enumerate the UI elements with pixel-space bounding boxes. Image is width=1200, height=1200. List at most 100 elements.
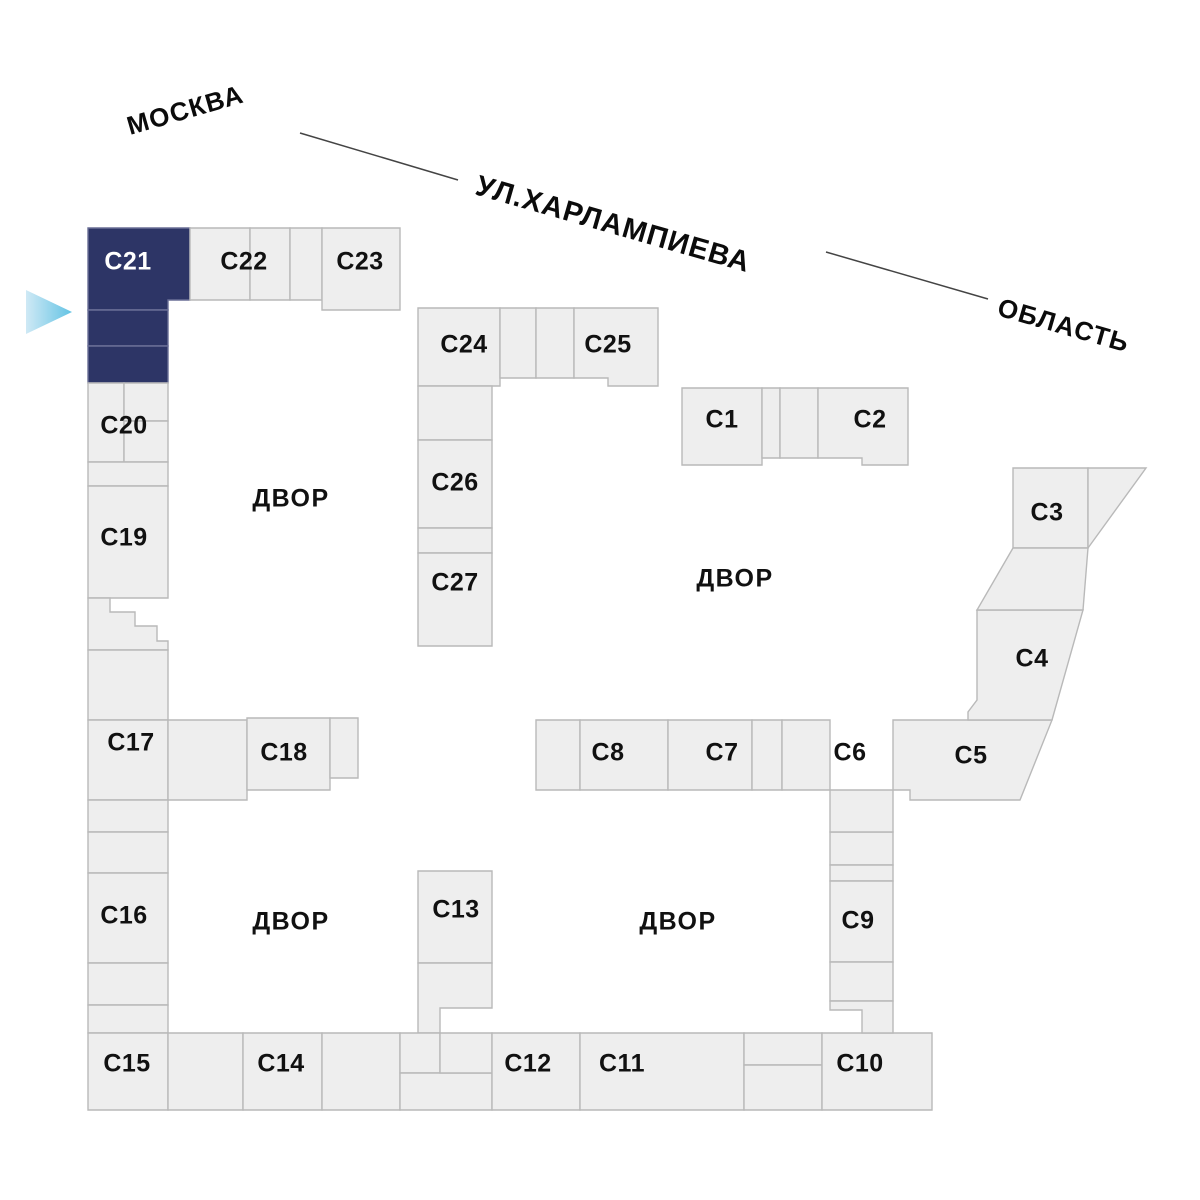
building-section[interactable] [321,227,401,311]
building-section[interactable] [751,719,783,791]
building-section[interactable] [246,717,331,791]
building-block-c21[interactable]: С21 [87,227,191,384]
building-label-c20: С20 [100,412,147,440]
courtyard-label: ДВОР [252,485,329,513]
building-label-c4: С4 [1016,645,1049,673]
building-block-c25[interactable]: С25 [535,307,659,387]
building-block-c24[interactable]: С24 [417,307,537,387]
direction-label-oblast-text: ОБЛАСТЬ [994,292,1133,358]
building-section[interactable] [781,719,894,833]
courtyard-label: ДВОР [696,565,773,593]
building-section[interactable] [821,1032,933,1111]
building-label-c24: С24 [440,331,487,359]
building-section[interactable] [761,387,781,459]
street-name-text: УЛ.ХАРЛАМПИЕВА [472,170,754,279]
building-section[interactable] [87,485,169,599]
building-block-c4[interactable]: С4 [967,609,1084,721]
building-section[interactable] [167,719,248,801]
building-block-c5[interactable]: С5 [892,719,1054,801]
building-label-c12: С12 [504,1050,551,1078]
building-block-c17[interactable]: С17 [87,649,248,801]
building-section[interactable] [87,831,169,874]
building-section[interactable] [829,961,894,1002]
building-block-c3[interactable]: С3 [975,467,1148,611]
street-leader-line-left [299,132,459,181]
building-section[interactable] [829,831,894,866]
street-name-label: УЛ.ХАРЛАМПИЕВА [472,170,754,279]
street-leader-line-right [825,251,989,300]
building-section[interactable] [329,717,359,779]
building-section[interactable] [573,307,659,387]
courtyard-label: ДВОР [639,908,716,936]
building-block-c19[interactable]: С19 [87,485,169,651]
building-section[interactable] [417,527,493,554]
building-label-c21: С21 [104,248,151,276]
building-section[interactable] [87,649,169,721]
yards-layer: ДВОР ДВОР ДВОР ДВОР [252,485,773,936]
building-label-c18: С18 [260,739,307,767]
building-label-c5: С5 [955,742,988,770]
building-block-c22[interactable]: С22 [189,227,323,301]
building-block-c14[interactable]: С14 [242,1032,401,1111]
building-block-c10[interactable]: С10 [743,1032,933,1111]
building-section[interactable] [167,1032,244,1111]
building-section[interactable] [743,1064,823,1111]
building-label-c16: С16 [100,902,147,930]
building-block-c18[interactable]: С18 [246,717,359,791]
building-section[interactable] [417,552,493,647]
building-section[interactable] [779,387,819,459]
building-block-c15[interactable]: С15 [87,1032,244,1111]
building-block-c27[interactable]: С27 [417,527,493,647]
building-block-c20[interactable]: С20 [87,382,169,487]
building-section[interactable] [87,309,169,347]
building-section[interactable] [439,1032,493,1074]
building-section[interactable] [499,307,537,379]
entrance-arrow-icon [26,290,72,334]
building-block-c8[interactable]: С8 [535,719,669,791]
building-section[interactable] [87,799,169,833]
building-section[interactable] [289,227,323,301]
building-section[interactable] [399,1032,441,1074]
courtyard-label: ДВОР [252,908,329,936]
building-section[interactable] [87,1004,169,1034]
building-block-c23[interactable]: С23 [321,227,401,311]
building-block-c13[interactable]: С13 [417,870,493,1034]
building-section[interactable] [87,461,169,487]
building-label-c13: С13 [432,896,479,924]
building-section[interactable] [417,307,501,387]
building-section[interactable] [399,1072,493,1111]
building-block-c6[interactable]: С6 [781,719,894,833]
building-section[interactable] [743,1032,823,1066]
building-label-c22: С22 [220,248,267,276]
building-section[interactable] [681,387,763,466]
building-section[interactable] [975,547,1089,611]
building-section[interactable] [321,1032,401,1111]
building-label-c15: С15 [103,1050,150,1078]
building-section[interactable] [535,307,575,379]
building-block-c16[interactable]: С16 [87,799,169,1034]
direction-label-moscow: МОСКВА [123,79,247,141]
building-block-c12[interactable]: С12 [399,1032,581,1111]
building-label-c23: С23 [336,248,383,276]
building-section[interactable] [535,719,581,791]
building-section[interactable] [417,385,493,441]
building-block-c9[interactable]: С9 [829,831,894,1034]
building-section[interactable] [87,345,169,384]
building-section[interactable] [87,597,169,651]
building-block-c11[interactable]: С11 [579,1032,745,1111]
building-section[interactable] [87,962,169,1006]
building-block-c2[interactable]: С2 [817,387,909,466]
building-section[interactable] [417,962,493,1034]
building-section[interactable] [1087,467,1148,551]
building-block-c26[interactable]: С26 [417,385,493,529]
building-label-c19: С19 [100,524,147,552]
building-section[interactable] [829,864,894,882]
building-block-c7[interactable]: С7 [667,719,783,791]
building-section[interactable] [817,387,909,466]
building-label-c9: С9 [842,907,875,935]
building-label-c26: С26 [431,469,478,497]
building-block-c1[interactable]: С1 [681,387,819,466]
building-section[interactable] [829,1000,894,1034]
